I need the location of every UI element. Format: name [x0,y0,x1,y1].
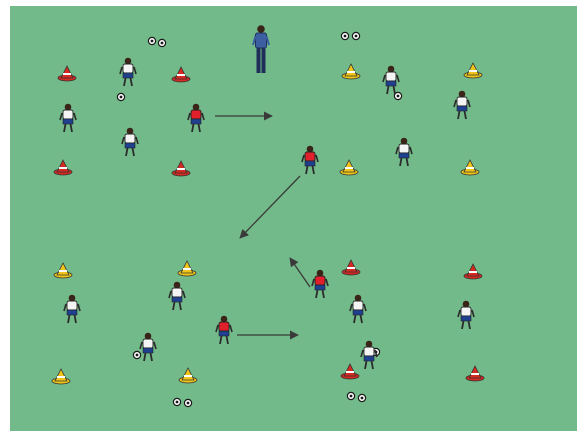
soccer-ball-icon [148,37,155,44]
soccer-ball-icon [341,32,348,39]
soccer-ball-icon [352,32,359,39]
soccer-ball-icon [133,351,140,358]
soccer-ball-icon [184,399,191,406]
soccer-ball-icon [358,394,365,401]
pitch-field [10,6,577,431]
soccer-ball-icon [173,398,180,405]
soccer-ball-icon [347,392,354,399]
soccer-ball-icon [158,39,165,46]
soccer-ball-icon [117,93,124,100]
